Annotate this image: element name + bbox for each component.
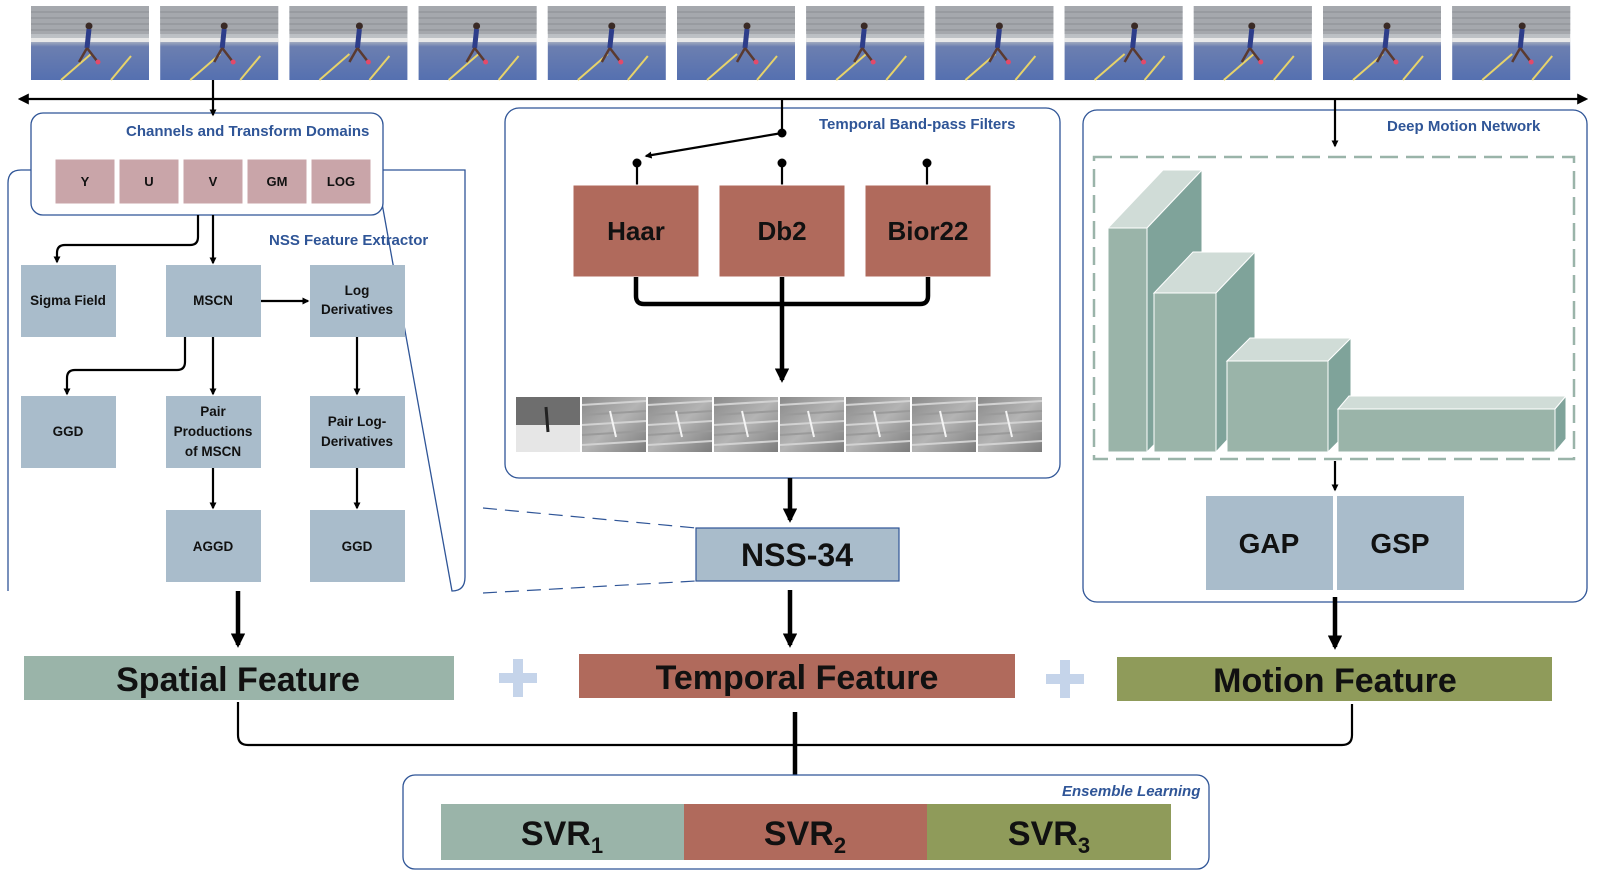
cnn-dashed-box xyxy=(1092,155,1576,461)
video-frame-thumbnail xyxy=(1064,6,1183,81)
log-derivatives-block xyxy=(310,265,405,337)
channels-title: Channels and Transform Domains xyxy=(126,123,369,140)
wavelet-filters: Haar Db2 Bior22 xyxy=(572,158,992,278)
bior22-filter xyxy=(864,184,992,278)
pair-productions-line2: Productions xyxy=(174,424,253,439)
log-derivatives-line2: Derivatives xyxy=(321,302,393,317)
filter-response-tile xyxy=(581,397,647,452)
video-frame-strip xyxy=(31,6,1571,81)
log-derivatives-line1: Log xyxy=(345,283,370,298)
filter-response-tile xyxy=(647,397,713,452)
channel-u: U xyxy=(144,174,153,189)
pair-productions-line1: Pair xyxy=(200,404,226,419)
cnn-layers xyxy=(1106,168,1568,454)
filter-response-tile xyxy=(516,397,580,452)
haar-label: Haar xyxy=(607,216,665,246)
video-frame-thumbnail xyxy=(806,6,925,81)
video-frame-thumbnail xyxy=(1452,6,1571,81)
filter-response-tile xyxy=(977,397,1043,452)
filter-response-strip xyxy=(516,397,1043,452)
plus-icon xyxy=(499,659,537,697)
aggd-block xyxy=(166,510,261,582)
spatial-feature-bar xyxy=(24,656,454,700)
temporal-filters-title: Temporal Band-pass Filters xyxy=(819,116,1015,133)
gsp-label: GSP xyxy=(1370,528,1429,559)
video-frame-thumbnail xyxy=(418,6,537,81)
svr1-block xyxy=(441,804,684,860)
spatial-feature-label: Spatial Feature xyxy=(116,661,360,699)
video-frame-thumbnail xyxy=(289,6,408,81)
nss34-block xyxy=(695,527,900,582)
video-frame-thumbnail xyxy=(547,6,666,81)
gap-block xyxy=(1206,496,1333,590)
svr3-block xyxy=(927,804,1171,860)
svr3-label: SVR3 xyxy=(1008,815,1090,858)
ggd-right-label: GGD xyxy=(342,539,373,554)
video-frame-thumbnail xyxy=(935,6,1054,81)
haar-filter xyxy=(572,184,700,278)
bior22-label: Bior22 xyxy=(888,216,969,246)
db2-filter xyxy=(718,184,846,278)
temporal-feature-label: Temporal Feature xyxy=(656,659,939,697)
aggd-label: AGGD xyxy=(193,539,234,554)
video-frame-thumbnail xyxy=(31,6,149,81)
deep-motion-title: Deep Motion Network xyxy=(1387,118,1541,135)
nss-extractor-frame xyxy=(7,169,466,592)
pair-log-derivatives-line2: Derivatives xyxy=(321,434,393,449)
video-frame-thumbnail xyxy=(677,6,795,81)
svr2-block xyxy=(684,804,927,860)
ggd-left-label: GGD xyxy=(53,424,84,439)
video-frame-thumbnail xyxy=(1323,6,1441,81)
gsp-block xyxy=(1337,496,1464,590)
sigma-field-label: Sigma Field xyxy=(30,293,106,308)
nss-extractor-title: NSS Feature Extractor xyxy=(269,232,428,249)
pair-productions-line3: of MSCN xyxy=(185,444,241,459)
pair-log-derivatives-block xyxy=(310,396,405,468)
video-frame-thumbnail xyxy=(1193,6,1312,81)
channel-gm: GM xyxy=(267,174,288,189)
svr2-label: SVR2 xyxy=(764,815,846,858)
ggd-right-block xyxy=(310,510,405,582)
mscn-label: MSCN xyxy=(193,293,233,308)
sigma-field-block xyxy=(21,265,116,337)
mscn-block xyxy=(166,265,261,337)
svr1-label: SVR1 xyxy=(521,815,603,858)
motion-feature-label: Motion Feature xyxy=(1213,662,1457,700)
filter-response-tile xyxy=(713,397,779,452)
gap-label: GAP xyxy=(1239,528,1300,559)
nss34-label: NSS-34 xyxy=(741,537,853,573)
channel-v: V xyxy=(209,174,218,189)
pair-log-derivatives-line1: Pair Log- xyxy=(328,414,387,429)
filter-response-tile xyxy=(911,397,977,452)
plus-icon xyxy=(1046,660,1084,698)
ensemble-title: Ensemble Learning xyxy=(1062,783,1200,800)
filter-response-tile xyxy=(779,397,845,452)
motion-feature-bar xyxy=(1117,657,1552,701)
ggd-left-block xyxy=(21,396,116,468)
filter-response-tile xyxy=(845,397,911,452)
temporal-feature-bar xyxy=(579,654,1015,698)
channel-log: LOG xyxy=(327,174,355,189)
pair-productions-block xyxy=(166,396,261,468)
db2-label: Db2 xyxy=(757,216,806,246)
video-frame-thumbnail xyxy=(160,6,279,81)
channel-y: Y xyxy=(81,174,90,189)
channel-list: Y U V GM LOG xyxy=(54,158,372,205)
nss-blocks: Sigma Field MSCN Log Derivatives GGD Pai… xyxy=(21,265,405,582)
